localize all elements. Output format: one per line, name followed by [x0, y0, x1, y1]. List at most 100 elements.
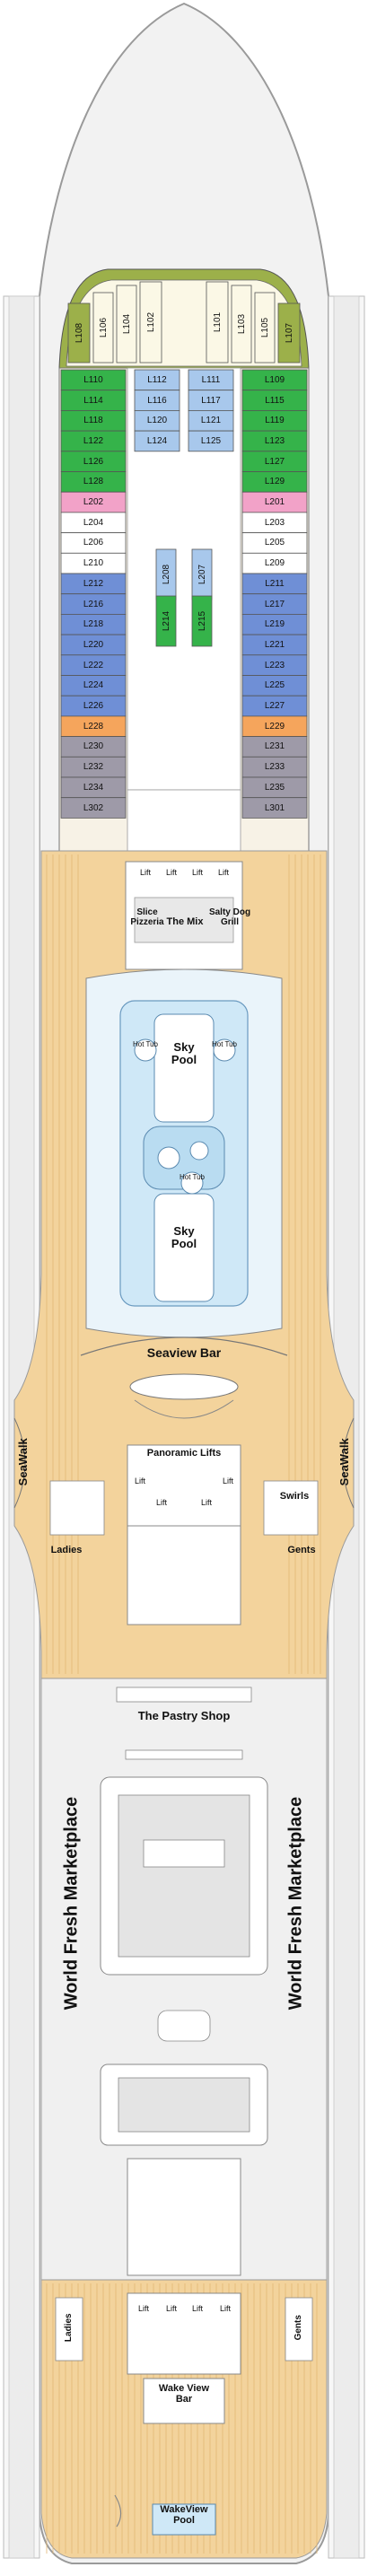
cabin-label: L225 [264, 680, 285, 691]
cabin-label: L114 [83, 395, 103, 406]
cabin-label: L116 [147, 395, 167, 406]
cabin-label: L301 [264, 802, 285, 813]
cabin-l302[interactable] [60, 797, 127, 819]
cabin-l101[interactable] [206, 281, 229, 364]
seaview-bar-label: Seaview Bar [130, 1346, 238, 1360]
wake-view-bar-text: Wake View Bar [158, 2383, 210, 2405]
lift-text: Lift [134, 1476, 145, 1485]
swirls-text: Swirls [279, 1491, 310, 1502]
marketplace-right-label: World Fresh Marketplace [285, 1787, 306, 2020]
cabin-label: L219 [264, 619, 285, 630]
lift-fwd-3: Lift [185, 868, 210, 877]
pastry-shop-text: The Pastry Shop [137, 1709, 231, 1722]
cabin-label: L110 [83, 374, 103, 385]
hot-tub-label-1: Hot Tub [131, 1040, 160, 1048]
cabin-label: L202 [83, 497, 104, 508]
seaview-bar-text: Seaview Bar [146, 1345, 222, 1360]
cabin-l105[interactable] [254, 292, 276, 364]
cabin-label: L204 [83, 517, 104, 528]
cabin-l215[interactable] [191, 595, 213, 647]
cabin-l104[interactable] [116, 285, 137, 364]
cabin-label: L218 [83, 619, 104, 630]
hot-tub-text-2: Hot Tub [211, 1040, 237, 1048]
lift-text: Lift [165, 2304, 177, 2313]
cabin-label: L125 [200, 435, 222, 446]
lift-fwd-2: Lift [159, 868, 184, 877]
cabin-label: L302 [83, 802, 104, 813]
lift-aft-2: Lift [159, 2304, 184, 2313]
cabin-label: L215 [197, 610, 207, 632]
cabin-label: L101 [212, 311, 223, 333]
cabin-label: L233 [264, 762, 285, 773]
cabin-label: L102 [145, 311, 156, 333]
ladies-text-aft: Ladies [63, 2313, 74, 2343]
cabin-label: L107 [284, 322, 294, 344]
cabin-label: L228 [83, 721, 104, 732]
cabin-label: L121 [200, 416, 222, 426]
cabin-label: L224 [83, 680, 104, 691]
cabin-label: L220 [83, 639, 104, 650]
cabin-l214[interactable] [155, 595, 177, 647]
lift-mid-4: Lift [194, 1498, 219, 1507]
cabin-l301[interactable] [241, 797, 308, 819]
cabin-label: L209 [264, 558, 285, 569]
wake-view-bar-label: Wake View Bar [151, 2383, 217, 2405]
ladies-text-fwd: Ladies [50, 1545, 83, 1555]
seawalk-right-text: SeaWalk [337, 1438, 352, 1486]
lift-text: Lift [200, 1498, 212, 1507]
lift-fwd-1: Lift [133, 868, 158, 877]
gents-text-aft: Gents [293, 2315, 303, 2341]
cabin-label: L227 [264, 701, 285, 712]
seawalk-left-text: SeaWalk [16, 1438, 31, 1486]
cabin-label: L207 [197, 564, 207, 585]
cabin-label: L112 [147, 374, 167, 385]
cabin-label: L214 [161, 610, 171, 632]
cabin-label: L217 [264, 599, 285, 609]
slice-pizzeria-text: Slice Pizzeria [130, 907, 164, 927]
gents-text-fwd: Gents [287, 1545, 316, 1555]
lift-aft-4: Lift [213, 2304, 238, 2313]
salty-dog-grill-text: Salty Dog Grill [208, 907, 251, 927]
the-mix-label: The Mix [158, 916, 212, 928]
lift-text: Lift [217, 868, 229, 877]
lift-text: Lift [191, 868, 203, 877]
gents-label-aft: Gents [294, 2300, 304, 2354]
cabin-label: L206 [83, 538, 104, 548]
cabin-label: L123 [264, 435, 285, 446]
slice-pizzeria-label: Slice Pizzeria [122, 907, 172, 927]
cabin-label: L106 [98, 317, 109, 338]
lift-aft-3: Lift [185, 2304, 210, 2313]
cabin-label: L229 [264, 721, 285, 732]
cabin-label: L211 [265, 578, 285, 589]
cabin-label: L205 [264, 538, 285, 548]
cabin-l103[interactable] [231, 285, 252, 364]
cabin-l125[interactable] [188, 430, 234, 452]
cabin-label: L208 [161, 564, 171, 585]
cabin-l107[interactable] [277, 302, 301, 364]
wakeview-pool-text: WakeView Pool [160, 2504, 208, 2526]
sky-pool-aft-text: Sky Pool [171, 1224, 197, 1250]
cabin-l102[interactable] [139, 281, 162, 364]
lift-text: Lift [137, 2304, 149, 2313]
cabin-l124[interactable] [134, 430, 180, 452]
marketplace-right-text: World Fresh Marketplace [285, 1796, 306, 2011]
sky-pool-aft-label: Sky Pool [160, 1225, 208, 1249]
cabin-label: L129 [264, 477, 285, 487]
cabin-label: L221 [264, 639, 285, 650]
seawalk-right-label: SeaWalk [337, 1426, 352, 1498]
cabin-l106[interactable] [92, 292, 114, 364]
lift-text: Lift [219, 2304, 231, 2313]
ladies-label-fwd: Ladies [39, 1545, 93, 1556]
wakeview-pool-basin [152, 2503, 216, 2536]
cabin-label: L210 [83, 558, 104, 569]
marketplace-left-text: World Fresh Marketplace [61, 1796, 82, 2011]
cabin-label: L104 [121, 313, 132, 335]
gents-label-fwd: Gents [275, 1545, 329, 1556]
cabin-label: L235 [264, 782, 285, 793]
cabin-label: L109 [264, 374, 285, 385]
seawalk-left-label: SeaWalk [16, 1426, 31, 1498]
cabin-label: L120 [146, 416, 168, 426]
cabin-label: L118 [83, 416, 103, 426]
cabin-l108[interactable] [67, 302, 91, 364]
